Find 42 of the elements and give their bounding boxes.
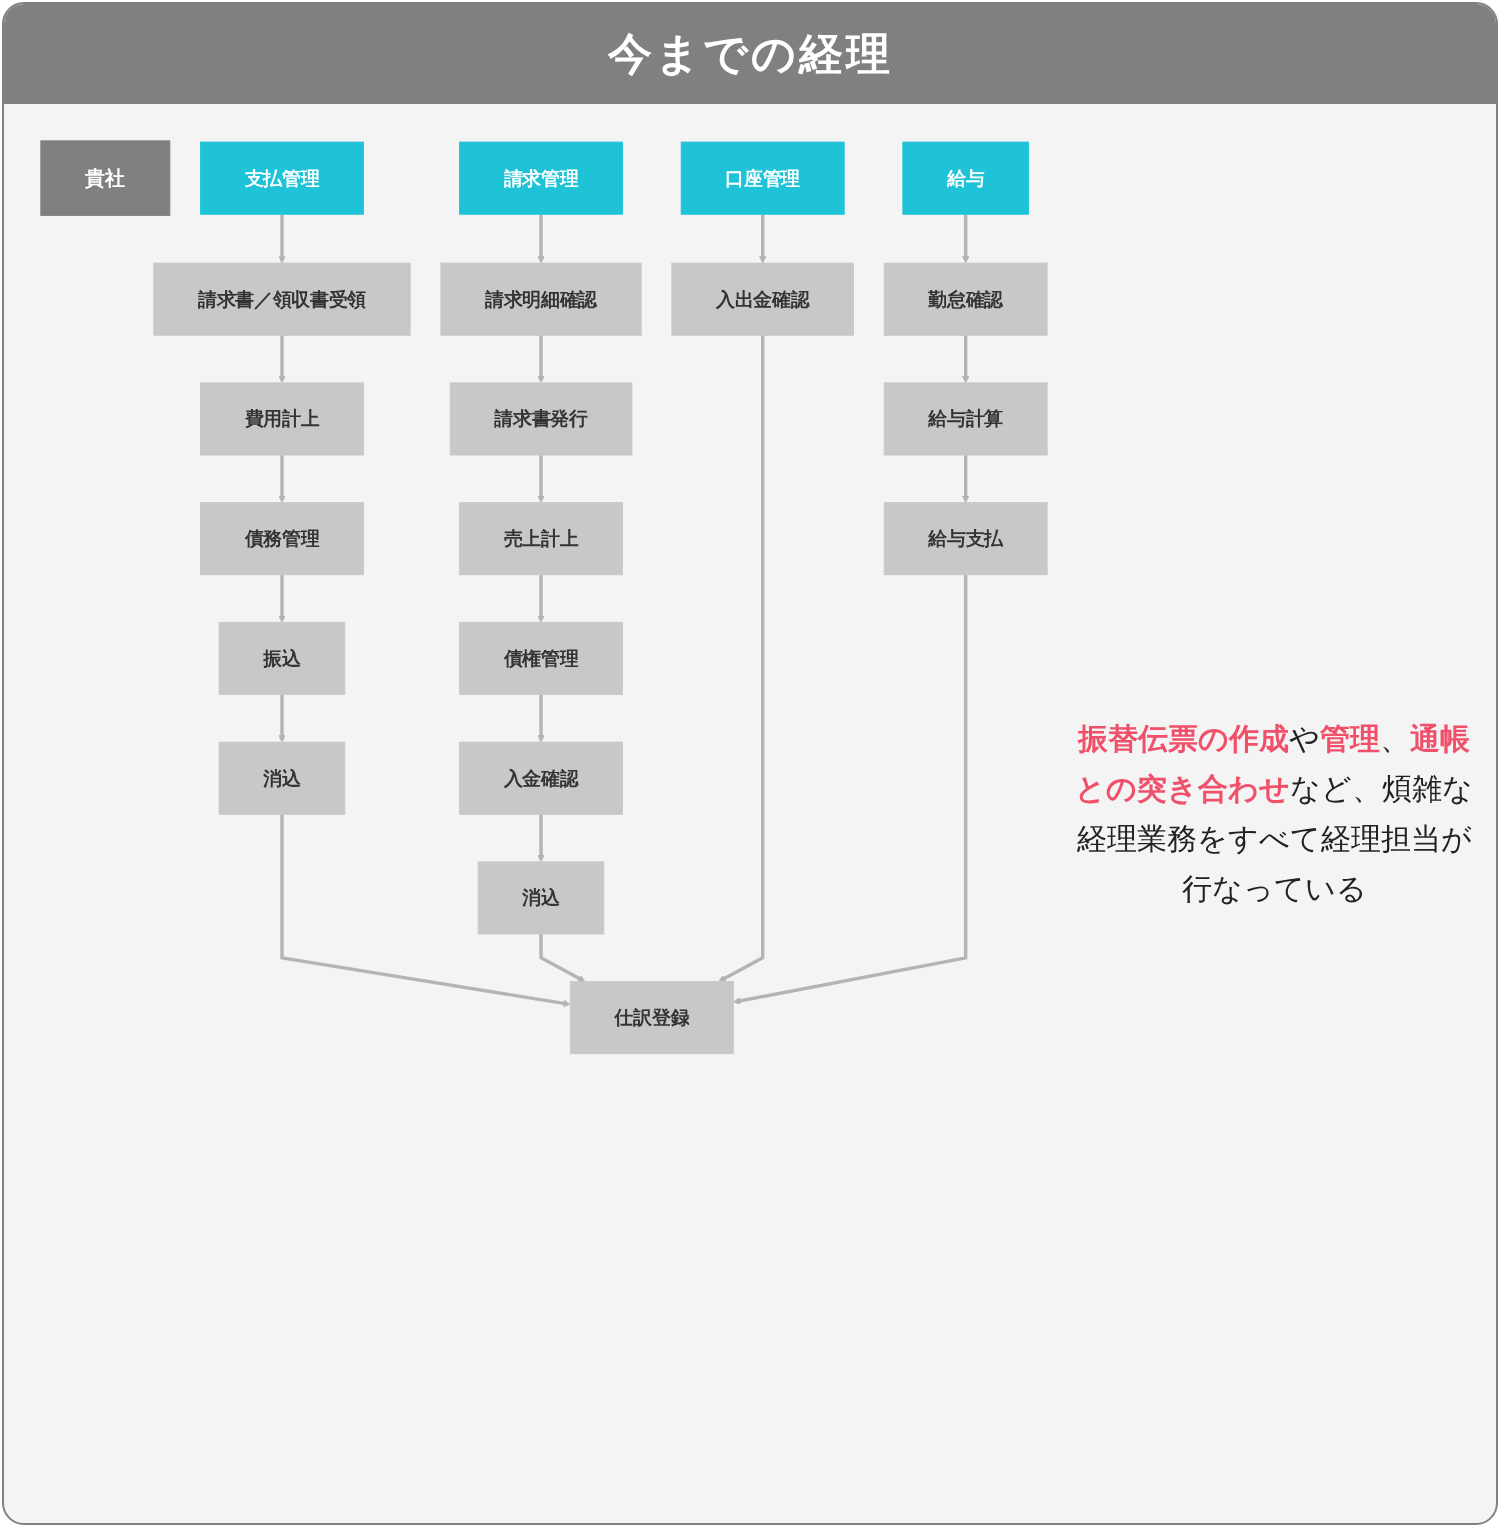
process-box: 債務管理 <box>200 502 364 576</box>
arrow <box>278 455 286 503</box>
arrow <box>718 335 765 982</box>
arrow <box>280 814 571 1008</box>
process-box: 債権管理 <box>459 621 623 695</box>
arrow <box>733 574 968 1005</box>
process-box: 仕訳登録 <box>569 981 734 1055</box>
arrow <box>537 214 545 264</box>
arrow <box>278 335 286 384</box>
arrow <box>537 574 545 623</box>
arrow <box>278 574 286 623</box>
note-text: 振替伝票の作成や管理、通帳との突き合わせなど、煩雑な経理業務をすべて経理担当が行なっている <box>1074 720 1474 908</box>
arrow <box>961 335 970 384</box>
process-box: 請求書／領収書受領 <box>153 262 411 336</box>
arrow <box>278 214 286 264</box>
process-box: 給与計算 <box>883 382 1048 456</box>
process-box: 費用計上 <box>200 382 364 456</box>
category-header: 口座管理 <box>680 141 845 215</box>
arrow <box>758 214 767 264</box>
process-box: 売上計上 <box>459 502 623 576</box>
process-box: 入金確認 <box>459 741 623 815</box>
process-box: 入出金確認 <box>671 262 854 336</box>
category-header: 請求管理 <box>459 141 623 215</box>
arrow <box>537 694 545 743</box>
arrow <box>537 455 545 503</box>
arrow <box>537 335 545 384</box>
arrow <box>537 814 545 863</box>
arrow <box>961 455 970 503</box>
process-box: 消込 <box>477 861 605 935</box>
category-header: 支払管理 <box>200 141 364 215</box>
title-text: 今までの経理 <box>607 26 893 81</box>
process-box: 請求書発行 <box>449 382 633 456</box>
process-box: 振込 <box>218 621 346 695</box>
process-box: 勤怠確認 <box>883 262 1048 336</box>
category-header: 給与 <box>902 141 1029 215</box>
arrow <box>961 214 970 264</box>
arrow <box>278 694 286 743</box>
lane-band: 貴社 <box>40 140 171 216</box>
process-box: 給与支払 <box>883 502 1048 576</box>
arrow <box>539 934 586 982</box>
process-box: 消込 <box>218 741 346 815</box>
process-box: 請求明細確認 <box>440 262 642 336</box>
